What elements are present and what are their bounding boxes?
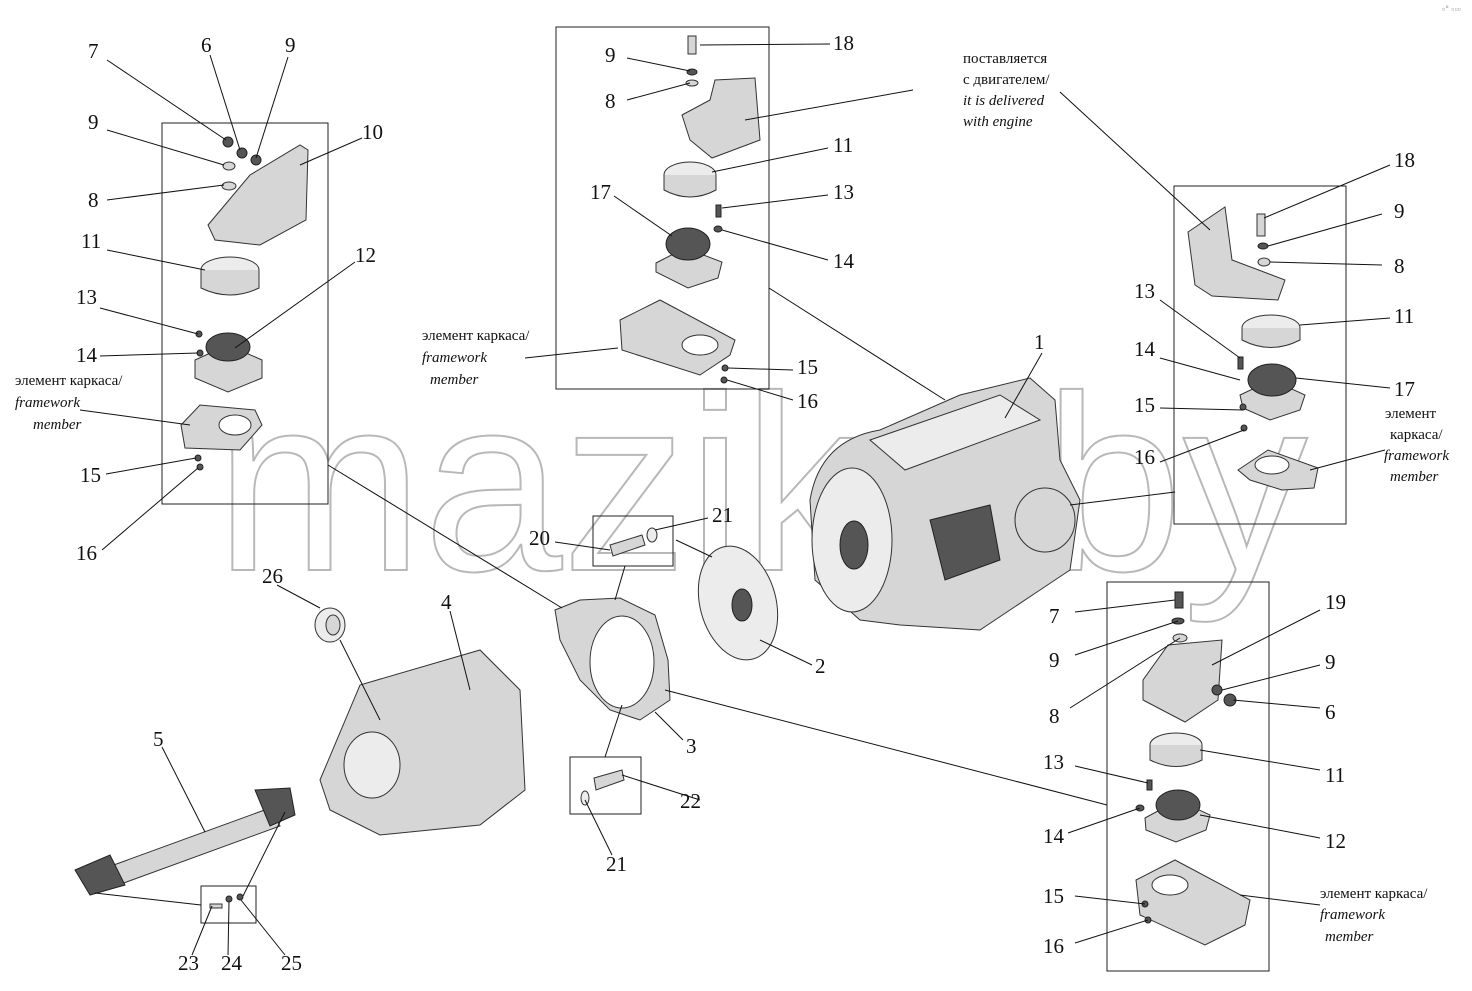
callout-7-lower: 7: [1049, 604, 1060, 628]
callout-5: 5: [153, 727, 164, 751]
callout-25: 25: [281, 951, 302, 975]
cardan-shaft: [74, 787, 296, 896]
supplied-note-ru-1: поставляется: [963, 51, 1047, 67]
callout-12-lower: 12: [1325, 829, 1346, 853]
callout-12-left: 12: [355, 243, 376, 267]
frame-note-left-en2: member: [33, 417, 81, 433]
frame-note-left-ru: элемент каркаса/: [15, 373, 123, 389]
callout-22: 22: [680, 789, 701, 813]
callout-18-top: 18: [833, 31, 854, 55]
callout-9-top: 9: [605, 43, 616, 67]
callout-15-top: 15: [797, 355, 818, 379]
callout-18-right: 18: [1394, 148, 1415, 172]
callout-16-top: 16: [797, 389, 818, 413]
right-mount-parts: [1187, 206, 1319, 491]
callout-7-left: 7: [88, 39, 99, 63]
frame-note-left-en1: framework: [15, 395, 80, 411]
callout-21-bottom: 21: [606, 852, 627, 876]
callout-4: 4: [441, 590, 452, 614]
frame-note-right-en1: framework: [1384, 448, 1449, 464]
callout-14-right: 14: [1134, 337, 1156, 361]
callout-11-right: 11: [1394, 304, 1414, 328]
callout-8-top: 8: [605, 89, 616, 113]
housing-adapter: [554, 597, 671, 721]
callout-17-top: 17: [590, 180, 611, 204]
callout-15-left: 15: [80, 463, 101, 487]
engine-assembly: [809, 377, 1081, 631]
group-box-top-mount: [555, 26, 770, 390]
frame-note-lower-en1: framework: [1320, 907, 1385, 923]
corner-mark: ▫° ▫▫▫: [1442, 4, 1461, 14]
callout-11-top: 11: [833, 133, 853, 157]
callout-8-right: 8: [1394, 254, 1405, 278]
callout-11-left: 11: [81, 229, 101, 253]
callout-17-right: 17: [1394, 377, 1415, 401]
supplied-note-en-2: with engine: [963, 114, 1033, 130]
top-mount-parts: [619, 35, 761, 384]
frame-note-right-en2: member: [1390, 469, 1438, 485]
callout-9-lower: 9: [1049, 648, 1060, 672]
frame-note-right-ru-2: каркаса/: [1390, 427, 1443, 443]
callout-9-right: 9: [1394, 199, 1405, 223]
callout-6-lower: 6: [1325, 700, 1336, 724]
callout-9-left-top: 9: [285, 33, 296, 57]
callout-20: 20: [529, 526, 550, 550]
callout-10: 10: [362, 120, 383, 144]
callout-15-right: 15: [1134, 393, 1155, 417]
callout-numbers: 7 6 9 9 10 8 11 12 13 14 15 16 18 9 8 11…: [76, 31, 1415, 975]
callout-9-left: 9: [88, 110, 99, 134]
group-box-bolt-20-21: [592, 515, 674, 567]
supplied-note-ru-2: с двигателем/: [963, 72, 1050, 88]
group-box-lower-right-mount: [1106, 581, 1270, 972]
frame-note-top-en2: member: [430, 372, 478, 388]
callout-15-lower: 15: [1043, 884, 1064, 908]
callout-23: 23: [178, 951, 199, 975]
callout-19: 19: [1325, 590, 1346, 614]
callout-13-top: 13: [833, 180, 854, 204]
callout-8-lower: 8: [1049, 704, 1060, 728]
callout-16-left: 16: [76, 541, 97, 565]
small-fasteners: [209, 527, 658, 909]
leader-lines: [79, 43, 1391, 956]
left-mount-parts: [180, 136, 309, 471]
callout-14-lower: 14: [1043, 824, 1065, 848]
callout-9-lower-right: 9: [1325, 650, 1336, 674]
callout-13-right: 13: [1134, 279, 1155, 303]
callout-14-top: 14: [833, 249, 855, 273]
lower-right-mount-parts: [1135, 591, 1251, 946]
callout-8-left: 8: [88, 188, 99, 212]
frame-note-top-ru: элемент каркаса/: [422, 328, 530, 344]
callout-24: 24: [221, 951, 243, 975]
callout-16-right: 16: [1134, 445, 1155, 469]
frame-note-right-ru-1: элемент: [1385, 406, 1436, 422]
callout-13-lower: 13: [1043, 750, 1064, 774]
preheater-unit: [314, 607, 526, 836]
callout-21-top: 21: [712, 503, 733, 527]
callout-1: 1: [1034, 330, 1045, 354]
callout-14-left: 14: [76, 343, 98, 367]
frame-note-lower-ru: элемент каркаса/: [1320, 886, 1428, 902]
frame-note-top-en1: framework: [422, 350, 487, 366]
group-box-left-mount: [161, 122, 329, 505]
callout-2: 2: [815, 654, 826, 678]
callout-3: 3: [686, 734, 697, 758]
supplied-note-en-1: it is delivered: [963, 93, 1045, 109]
callout-6-left: 6: [201, 33, 212, 57]
text-notes: элемент каркаса/ framework member элемен…: [15, 51, 1449, 945]
callout-13-left: 13: [76, 285, 97, 309]
callout-16-lower: 16: [1043, 934, 1064, 958]
callout-26: 26: [262, 564, 283, 588]
flywheel: [697, 545, 779, 661]
group-box-right-mount: [1173, 185, 1347, 525]
frame-note-lower-en2: member: [1325, 929, 1373, 945]
callout-11-lower: 11: [1325, 763, 1345, 787]
